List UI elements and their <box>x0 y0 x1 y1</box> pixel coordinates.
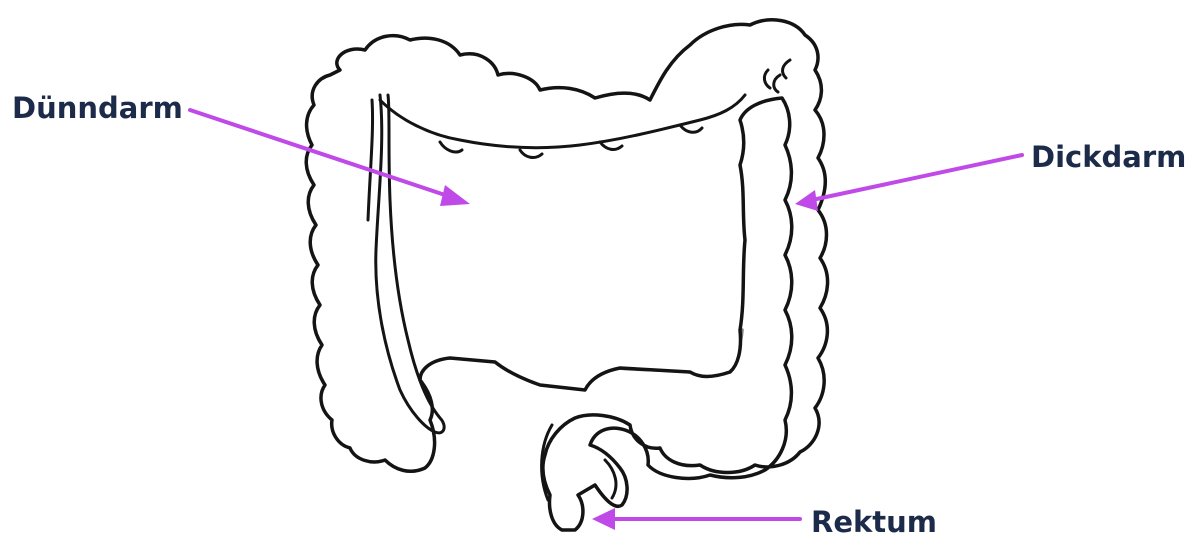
arrow-head-rectum <box>592 508 615 530</box>
large-intestine <box>306 20 827 530</box>
arrow-rectum <box>592 508 800 530</box>
label-small-intestine: Dünndarm <box>12 91 183 125</box>
label-rectum: Rektum <box>811 505 937 539</box>
arrow-large-intestine <box>795 155 1022 211</box>
arrow-line-large-intestine <box>812 155 1022 200</box>
label-large-intestine: Dickdarm <box>1031 140 1186 174</box>
